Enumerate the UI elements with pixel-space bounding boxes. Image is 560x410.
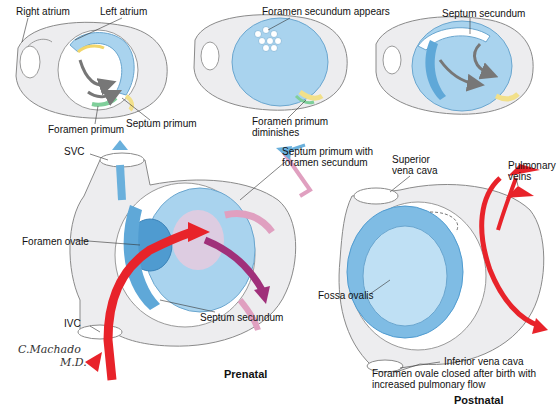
postnatal-heart bbox=[339, 164, 548, 372]
part-label: Left atrium bbox=[100, 6, 147, 17]
heart-stage-three bbox=[376, 17, 533, 115]
part-label: SVC bbox=[64, 146, 85, 157]
artist-signature: C.Machado bbox=[18, 344, 81, 355]
part-label: Septum secundum bbox=[442, 8, 525, 19]
part-label: Foramen ovale closed after birth with in… bbox=[372, 368, 560, 390]
part-label: Septum secundum bbox=[200, 312, 283, 323]
part-label: Right atrium bbox=[16, 6, 70, 17]
part-label: Inferior vena cava bbox=[444, 356, 524, 367]
stage-title: Prenatal bbox=[224, 368, 267, 380]
part-label: Septum primum with foramen secundum bbox=[282, 146, 374, 168]
artist-signature: M.D. bbox=[60, 357, 87, 368]
part-label: Foramen primum diminishes bbox=[252, 116, 332, 138]
heart-stage-one bbox=[16, 18, 167, 124]
part-label: IVC bbox=[64, 318, 81, 329]
part-label: Pulmonary veins bbox=[508, 160, 560, 182]
stage-title: Postnatal bbox=[454, 394, 504, 406]
heart-stage-two bbox=[194, 15, 347, 118]
part-label: Septum primum bbox=[126, 118, 197, 129]
part-label: Fossa ovalis bbox=[318, 290, 374, 301]
part-label: Superior vena cava bbox=[392, 154, 452, 176]
part-label: Foramen primum bbox=[48, 124, 124, 135]
part-label: Foramen secundum appears bbox=[262, 6, 390, 17]
prenatal-heart bbox=[70, 140, 310, 380]
part-label: Foramen ovale bbox=[22, 236, 89, 247]
